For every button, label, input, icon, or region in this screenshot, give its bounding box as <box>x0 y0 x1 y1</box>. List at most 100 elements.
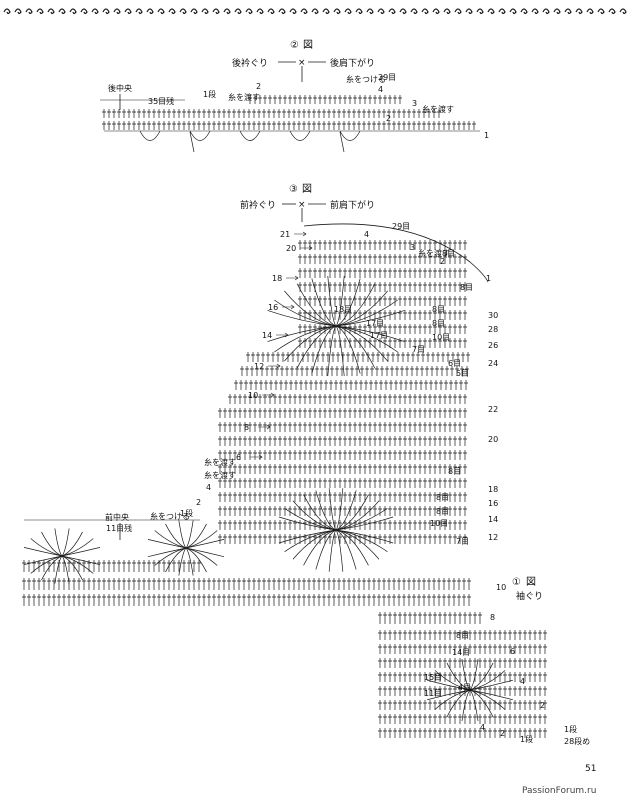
dc-stitch <box>413 534 417 544</box>
dc-stitch <box>432 109 436 118</box>
fig3-stitch-count: 6目 <box>448 359 461 368</box>
dc-stitch <box>318 282 322 292</box>
dc-stitch <box>448 394 452 404</box>
dc-stitch <box>318 338 322 348</box>
dc-stitch <box>207 109 211 118</box>
dc-stitch <box>393 534 397 544</box>
dc-stitch <box>162 578 166 590</box>
dc-stitch <box>433 324 437 334</box>
dc-stitch <box>278 436 282 446</box>
dc-stitch <box>388 240 392 250</box>
dc-stitch <box>488 728 492 738</box>
dc-stitch <box>373 408 377 418</box>
dc-stitch <box>348 268 352 278</box>
dc-stitch <box>448 506 452 516</box>
dc-stitch <box>418 686 422 696</box>
dc-stitch <box>318 422 322 432</box>
border-motif <box>399 8 407 15</box>
dc-stitch <box>147 578 151 590</box>
dc-stitch <box>298 478 302 488</box>
dc-stitch <box>371 352 375 362</box>
border-motif <box>58 8 66 15</box>
dc-stitch <box>212 578 216 590</box>
dc-stitch <box>403 394 407 404</box>
dc-stitch <box>543 728 547 738</box>
dc-stitch <box>463 310 467 320</box>
dc-stitch <box>343 450 347 460</box>
dc-stitch <box>287 109 291 118</box>
dc-stitch <box>308 436 312 446</box>
dc-stitch <box>339 380 343 390</box>
dc-stitch <box>343 478 347 488</box>
dc-stitch <box>388 324 392 334</box>
fig2-row-label: 1段 <box>203 89 216 99</box>
dc-stitch <box>132 594 136 606</box>
fig3-left-row-number: 6 <box>236 453 241 462</box>
dc-stitch <box>453 492 457 502</box>
dc-stitch <box>365 366 369 376</box>
dc-stitch <box>463 324 467 334</box>
dc-stitch <box>473 630 477 640</box>
dc-stitch <box>433 268 437 278</box>
fig1-stitch-count: 15目 <box>424 673 442 682</box>
dc-stitch <box>197 578 201 590</box>
dc-stitch <box>263 492 267 502</box>
dc-stitch <box>423 408 427 418</box>
dc-stitch <box>117 578 121 590</box>
fan-strand <box>185 539 225 549</box>
row-arrow <box>286 275 299 281</box>
dc-stitch <box>408 478 412 488</box>
dc-stitch <box>352 594 356 606</box>
dc-stitch <box>466 352 470 362</box>
dc-stitch <box>405 366 409 376</box>
dc-stitch <box>528 686 532 696</box>
fan-strand <box>292 529 337 560</box>
fan-strand <box>469 670 506 691</box>
dc-stitch <box>388 268 392 278</box>
dc-stitch <box>388 282 392 292</box>
dc-stitch <box>463 338 467 348</box>
dc-stitch <box>263 534 267 544</box>
fan-strand <box>335 500 380 531</box>
dc-stitch <box>162 121 166 130</box>
dc-stitch <box>443 492 447 502</box>
dc-stitch <box>273 520 277 530</box>
dc-stitch <box>443 282 447 292</box>
dc-stitch <box>498 630 502 640</box>
dc-stitch <box>243 436 247 446</box>
dc-stitch <box>467 121 471 130</box>
fan-strand <box>185 547 218 566</box>
dc-stitch <box>433 422 437 432</box>
dc-stitch <box>122 594 126 606</box>
fan-strand <box>335 490 357 531</box>
dc-stitch <box>343 436 347 446</box>
dc-stitch <box>443 520 447 530</box>
dc-stitch <box>268 422 272 432</box>
dc-stitch <box>438 394 442 404</box>
dc-stitch <box>243 394 247 404</box>
dc-stitch <box>338 268 342 278</box>
dc-stitch <box>273 534 277 544</box>
dc-stitch <box>367 594 371 606</box>
fan-strand <box>41 555 63 581</box>
dc-stitch <box>313 408 317 418</box>
border-motif <box>476 8 484 15</box>
dc-stitch <box>423 630 427 640</box>
dc-stitch <box>408 630 412 640</box>
border-motif <box>168 8 176 15</box>
dc-stitch <box>402 109 406 118</box>
dc-stitch <box>112 109 116 118</box>
dc-stitch <box>393 310 397 320</box>
border-motif <box>113 8 121 15</box>
dc-stitch <box>368 296 372 306</box>
dc-stitch <box>152 594 156 606</box>
dc-stitch <box>292 594 296 606</box>
dc-stitch <box>323 478 327 488</box>
dc-stitch <box>283 408 287 418</box>
dc-stitch <box>428 450 432 460</box>
fan-strand <box>178 547 187 576</box>
figure-1-number: ① <box>512 577 521 588</box>
dc-stitch <box>393 492 397 502</box>
dc-stitch <box>388 478 392 488</box>
dc-stitch <box>152 578 156 590</box>
